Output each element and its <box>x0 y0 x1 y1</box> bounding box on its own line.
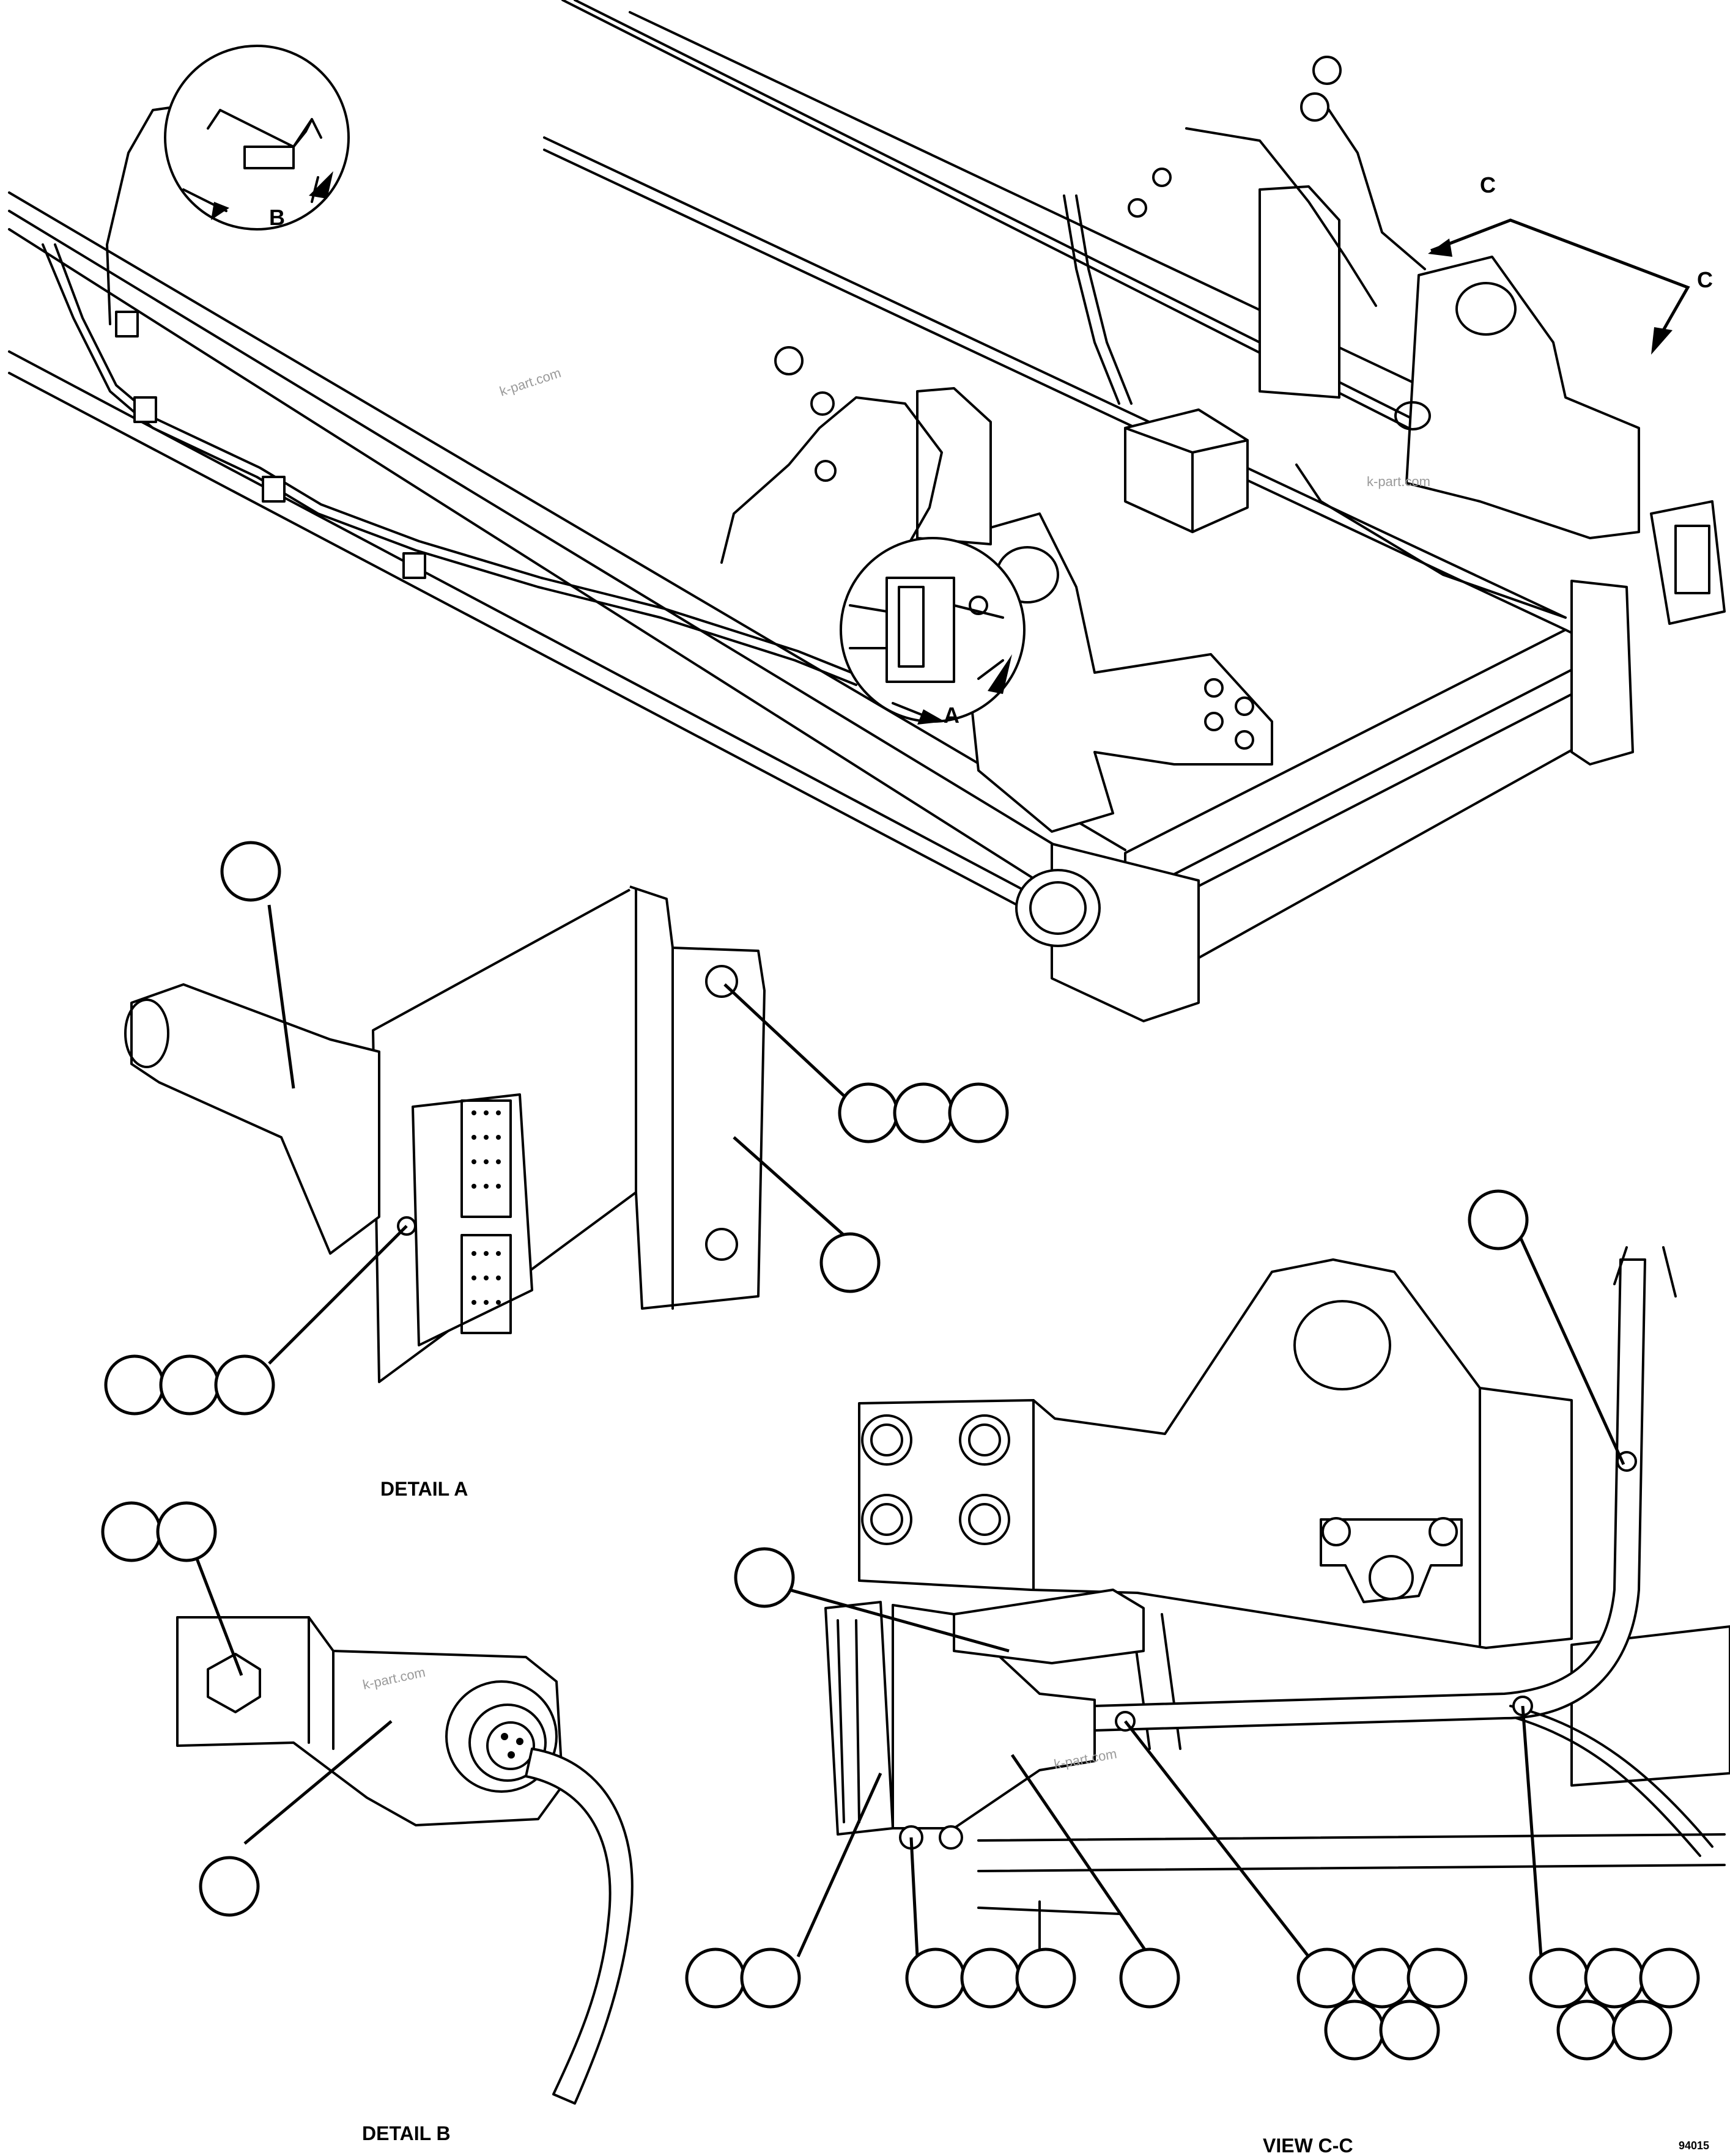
control-box <box>1124 408 1249 533</box>
view-c-harness <box>1093 1258 1646 1732</box>
view-c-lug-plate <box>1320 1518 1463 1603</box>
view-marker-b: B <box>269 205 285 230</box>
detail-a-caption: DETAIL A <box>380 1478 468 1500</box>
rear-connector <box>1650 500 1726 625</box>
detail-a-view: DETAIL A <box>104 841 1009 1500</box>
mounting-plate-right <box>1259 185 1340 399</box>
detail-b-caption: DETAIL B <box>362 2122 451 2144</box>
pivot-pin <box>1015 869 1101 947</box>
view-marker-c-right: C <box>1697 267 1713 292</box>
harness-center-drop <box>720 396 943 588</box>
view-c-caption: VIEW C-C <box>1263 2135 1353 2156</box>
hex-bolt <box>207 1653 261 1713</box>
view-c-connector-bolt-2 <box>939 1825 963 1850</box>
watermark-main-1: k-part.com <box>498 365 563 399</box>
view-c-clip-3 <box>1616 1451 1637 1472</box>
detail-b-cable <box>525 1748 634 2105</box>
view-marker-a: A <box>944 703 959 728</box>
view-c-bolt-holes <box>861 1414 1010 1545</box>
lift-lug-right <box>1405 256 1640 539</box>
top-connectors <box>774 56 1342 482</box>
detail-b-view: DETAIL B k-part.com <box>101 1501 634 2144</box>
frame-rail-lower <box>8 191 1126 925</box>
view-c-frame <box>977 1613 1726 1958</box>
detail-a-balloons <box>104 841 1009 1416</box>
connector-pin-grid <box>471 1110 501 1305</box>
harness-top-run <box>1185 97 1426 307</box>
harness-up-to-detail-b <box>106 103 197 325</box>
detail-a-callout-circle <box>840 537 1026 725</box>
detail-a-cable-tube <box>130 983 380 1255</box>
section-c-arrows <box>1428 218 1690 355</box>
view-c-lug <box>858 1258 1573 1649</box>
rail-end-cap-right <box>1570 580 1634 766</box>
main-frame-view: B A C C k-part.com k-part.com <box>8 0 1726 1022</box>
view-c-harness-branch <box>1509 1705 1713 1857</box>
view-marker-c-top: C <box>1480 172 1496 198</box>
drawing-number: 94015 <box>1679 2139 1709 2152</box>
detail-a-bolt-bottom <box>705 1228 738 1261</box>
lift-lug-center <box>953 512 1273 833</box>
view-c-c: VIEW C-C k-part.com <box>685 1189 1730 2156</box>
view-c-bracket <box>953 1589 1145 1664</box>
harness-right-run <box>1063 194 1567 619</box>
detail-b-callout-circle <box>164 45 350 231</box>
harness-main-run <box>42 243 857 686</box>
detail-b-balloons <box>101 1501 260 1917</box>
watermark-main-2: k-part.com <box>1367 474 1430 489</box>
view-c-balloons <box>685 1189 1700 2061</box>
detail-a-connector <box>412 1093 533 1346</box>
mounting-plate-center <box>916 387 992 545</box>
frame-rail-upper <box>543 0 1640 631</box>
